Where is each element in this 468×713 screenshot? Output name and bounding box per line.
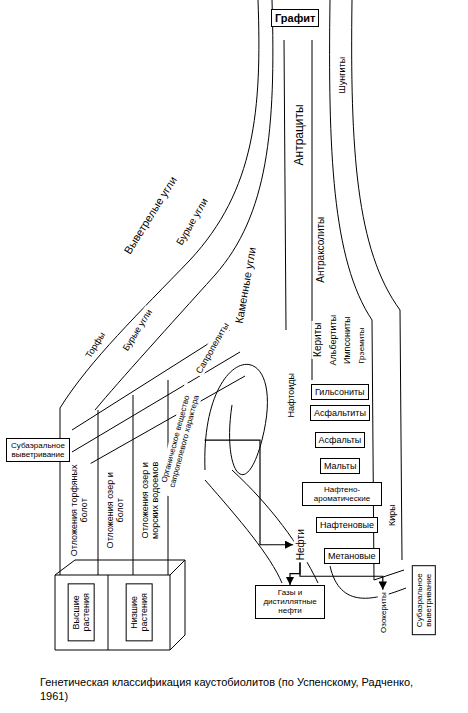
plant-block bbox=[170, 560, 185, 650]
node-text: Грэемиты bbox=[357, 327, 366, 363]
node-text: Сапропелиты bbox=[193, 321, 230, 375]
node-text: Низшие растения bbox=[129, 587, 150, 637]
node-text: Субаэральное выветривание bbox=[415, 569, 433, 631]
band-label: Отложения озер и морских водоемов bbox=[139, 443, 162, 557]
node-text: Импсониты bbox=[342, 316, 352, 364]
node-text: Антраксолиты bbox=[315, 217, 327, 283]
node-text: Нефти bbox=[294, 529, 306, 560]
node-text: Органическое вещество сапропелевого хара… bbox=[157, 385, 203, 496]
node-text: Графит bbox=[275, 12, 315, 25]
node-text: Бурые угли bbox=[174, 196, 210, 247]
band-label: Антрациты bbox=[291, 102, 307, 167]
node-text: Антрациты bbox=[292, 104, 306, 165]
flow-arrow bbox=[205, 440, 294, 545]
node-text: Асфальтиты bbox=[314, 408, 366, 418]
coal-ribbon bbox=[72, 352, 240, 452]
class-box: Мальты bbox=[320, 458, 360, 474]
node-text: Озокериты bbox=[378, 592, 387, 633]
sapropel-loop bbox=[205, 364, 268, 474]
band-label: Кериты bbox=[311, 321, 325, 359]
deposit-band bbox=[133, 395, 134, 575]
class-box: Низшие растения bbox=[126, 583, 153, 641]
node-text: Торфы bbox=[83, 330, 107, 360]
node-text: Отложения озер и болот bbox=[105, 464, 126, 556]
band-label: Шунгиты bbox=[336, 55, 348, 96]
node-text: Альбертиты bbox=[328, 315, 338, 366]
weathering-ribbon bbox=[330, 566, 406, 598]
class-box: Нафтено-ароматические bbox=[302, 482, 382, 506]
class-box: Субаэральное выветривание bbox=[412, 565, 436, 635]
flow-arrow bbox=[290, 562, 300, 585]
tower-outline bbox=[352, 0, 402, 560]
class-box: Графит bbox=[271, 9, 319, 28]
class-box: Субаэральное выветривание bbox=[6, 438, 70, 462]
node-text: Отложения озер и морских водоемов bbox=[140, 445, 161, 555]
band-label: Киры bbox=[386, 502, 398, 528]
class-box: Асфальты bbox=[315, 432, 366, 448]
node-text: Шунгиты bbox=[337, 57, 347, 94]
band-label: Отложения торфяных болот bbox=[68, 462, 91, 558]
tower-outline bbox=[60, 0, 259, 408]
node-text: Асфальты bbox=[319, 435, 362, 445]
deposit-band bbox=[98, 410, 99, 575]
node-text: Нафтоиды bbox=[286, 373, 296, 418]
band-label: Нафтоиды bbox=[285, 371, 297, 420]
tower-seam bbox=[95, 0, 273, 410]
band-label: Органическое вещество сапропелевого хара… bbox=[155, 382, 204, 497]
node-text: Высшие растения bbox=[71, 587, 92, 637]
band-label: Антраксолиты bbox=[314, 215, 328, 285]
node-text: Нафтеновые bbox=[320, 520, 374, 530]
plant-block bbox=[55, 575, 170, 650]
band-label: Альбертиты bbox=[327, 313, 339, 368]
band-label: Грэемиты bbox=[356, 325, 367, 365]
node-text: Газы и дистиллятные нефти bbox=[259, 588, 321, 616]
node-text: Нафтено-ароматические bbox=[306, 485, 378, 503]
band-label: Каменные угли bbox=[231, 244, 260, 327]
node-text: Кериты bbox=[312, 323, 324, 357]
class-box: Гильсониты bbox=[311, 384, 369, 400]
band-label: Озокериты bbox=[377, 590, 388, 635]
class-box: Метановые bbox=[324, 548, 380, 564]
node-text: Каменные угли bbox=[232, 246, 258, 324]
caption: Генетическая классификация каустобиолито… bbox=[40, 676, 430, 704]
band-label: Отложения озер и болот bbox=[104, 462, 127, 558]
weathering-ribbon bbox=[374, 570, 404, 580]
node-text: Отложения торфяных болот bbox=[69, 464, 90, 556]
class-box: Нафтеновые bbox=[316, 517, 378, 533]
node-text: Мальты bbox=[324, 461, 356, 471]
node-text: Метановые bbox=[328, 551, 376, 561]
deposit-band bbox=[60, 408, 61, 575]
band-label: Нефти bbox=[293, 527, 307, 562]
node-text: Субаэральное выветривание bbox=[10, 441, 66, 459]
class-box: Асфальтиты bbox=[310, 405, 370, 421]
node-text: Гильсониты bbox=[315, 387, 365, 397]
node-text: Выветрелые угли bbox=[121, 174, 179, 256]
band-label: Торфы bbox=[81, 328, 109, 362]
oil-ribbon bbox=[205, 480, 282, 583]
tower-seam bbox=[284, 40, 286, 330]
plant-block bbox=[55, 560, 185, 575]
plant-block bbox=[108, 575, 109, 650]
class-box: Газы и дистиллятные нефти bbox=[255, 585, 325, 619]
band-label: Импсониты bbox=[341, 314, 353, 366]
band-label: Выветрелые угли bbox=[119, 172, 181, 259]
node-text: Киры bbox=[387, 504, 397, 526]
class-box: Высшие растения bbox=[68, 583, 95, 641]
